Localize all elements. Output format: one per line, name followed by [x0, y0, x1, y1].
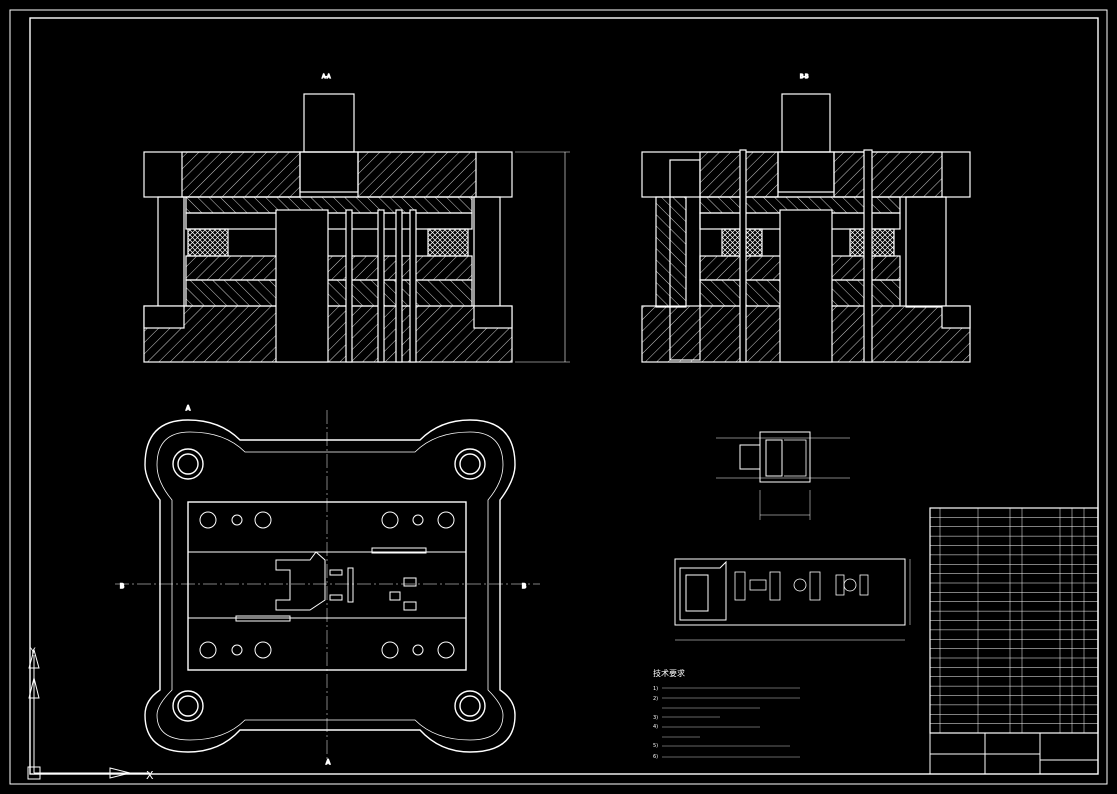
section-right-label: B-B: [800, 74, 809, 80]
note-item: 5): [653, 743, 658, 749]
note-item: 6): [653, 754, 658, 760]
note-item: 1): [653, 686, 658, 692]
drawing-frame: [9, 9, 1108, 785]
strip-layout[interactable]: [674, 558, 911, 641]
section-left-label: A-A: [322, 74, 331, 80]
note-item: 4): [653, 724, 658, 730]
title-block[interactable]: [929, 732, 1099, 775]
plan-right-marker: B: [522, 583, 526, 590]
section-view-left[interactable]: A-A: [143, 73, 570, 363]
note-item: 2): [653, 696, 658, 702]
ucs-x-label: X: [146, 769, 154, 782]
note-item: 3): [653, 715, 658, 721]
parts-list-table[interactable]: [929, 507, 1099, 734]
section-view-right[interactable]: B-B: [641, 73, 971, 363]
plan-top-marker: A: [186, 405, 191, 412]
plan-left-marker: B: [120, 583, 124, 590]
notes-heading: 技术要求: [653, 668, 685, 678]
ucs-y-label: Y: [29, 647, 36, 657]
ucs-icon: Y X: [27, 647, 154, 782]
part-drawing[interactable]: [716, 431, 850, 520]
technical-notes: 技术要求 1) 2) 3) 4) 5) 6): [653, 668, 800, 760]
plan-bottom-marker: A: [326, 759, 331, 766]
plan-view[interactable]: A A B B: [115, 404, 540, 767]
